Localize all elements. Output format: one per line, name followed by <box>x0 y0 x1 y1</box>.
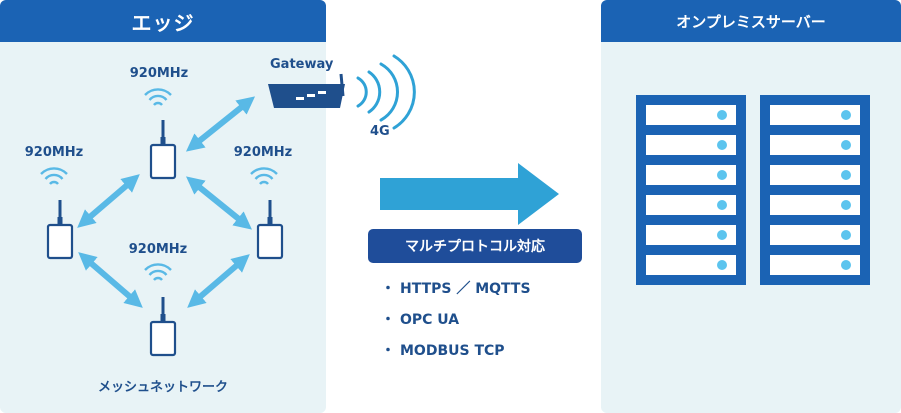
server-racks <box>636 95 870 285</box>
protocol-item: ・HTTPS ／ MQTTS <box>381 281 531 297</box>
server-rack-icon <box>636 95 746 285</box>
node-label-right: 920MHz <box>233 145 293 160</box>
server-unit <box>770 255 860 275</box>
server-unit <box>646 165 736 185</box>
server-unit <box>646 225 736 245</box>
server-unit <box>770 195 860 215</box>
node-label-top: 920MHz <box>129 66 189 81</box>
status-led-icon <box>841 200 851 210</box>
multi-protocol-badge: マルチプロトコル対応 <box>368 229 582 263</box>
protocol-item-text: HTTPS ／ MQTTS <box>400 281 531 297</box>
network-label: 4G <box>370 124 390 139</box>
sensor-device-icon <box>46 198 74 260</box>
server-unit <box>770 225 860 245</box>
mesh-arrow-top-left <box>77 174 140 228</box>
protocol-list: ・HTTPS ／ MQTTS ・OPC UA ・MODBUS TCP <box>381 281 531 374</box>
gateway-icon <box>268 73 345 108</box>
server-unit <box>770 165 860 185</box>
edge-panel-title: エッジ <box>0 0 326 42</box>
mesh-arrow-top-right <box>185 176 253 230</box>
sensor-node-bottom <box>143 263 177 357</box>
sensor-node-top <box>143 88 177 180</box>
server-unit <box>646 105 736 125</box>
protocol-item-text: MODBUS TCP <box>400 343 505 359</box>
server-unit <box>770 135 860 155</box>
server-unit <box>646 135 736 155</box>
mesh-network-caption: メッシュネットワーク <box>97 380 229 395</box>
server-rack-icon <box>760 95 870 285</box>
status-led-icon <box>841 230 851 240</box>
node-label-bottom: 920MHz <box>128 242 188 257</box>
wireless-signal-icon <box>249 167 279 186</box>
server-panel-title: オンプレミスサーバー <box>601 0 901 42</box>
status-led-icon <box>841 260 851 270</box>
protocol-item: ・MODBUS TCP <box>381 343 505 359</box>
server-unit <box>770 105 860 125</box>
wireless-signal-icon <box>39 167 69 186</box>
rack-frame <box>760 95 870 285</box>
gateway-label: Gateway <box>270 57 334 72</box>
wireless-signal-icon <box>143 263 173 282</box>
status-led-icon <box>841 110 851 120</box>
status-led-icon <box>717 230 727 240</box>
rack-frame <box>636 95 746 285</box>
status-led-icon <box>717 140 727 150</box>
status-led-icon <box>717 110 727 120</box>
cellular-signal-icon <box>356 54 416 130</box>
sensor-device-icon <box>149 118 177 180</box>
status-led-icon <box>717 200 727 210</box>
wireless-signal-icon <box>143 88 173 107</box>
sensor-device-icon <box>256 198 284 260</box>
protocol-item-text: OPC UA <box>400 312 460 328</box>
mesh-arrow-bottom-right <box>187 254 250 308</box>
sensor-node-right <box>249 167 284 260</box>
sensor-node-left <box>39 167 74 260</box>
status-led-icon <box>717 260 727 270</box>
server-unit <box>646 255 736 275</box>
status-led-icon <box>841 170 851 180</box>
status-led-icon <box>841 140 851 150</box>
mesh-arrow-bottom-left <box>78 252 143 308</box>
node-label-left: 920MHz <box>24 145 84 160</box>
sensor-device-icon <box>149 295 177 357</box>
big-arrow-icon <box>380 163 559 225</box>
protocol-item: ・OPC UA <box>381 312 460 328</box>
mesh-arrow-gateway <box>185 96 256 152</box>
status-led-icon <box>717 170 727 180</box>
server-unit <box>646 195 736 215</box>
